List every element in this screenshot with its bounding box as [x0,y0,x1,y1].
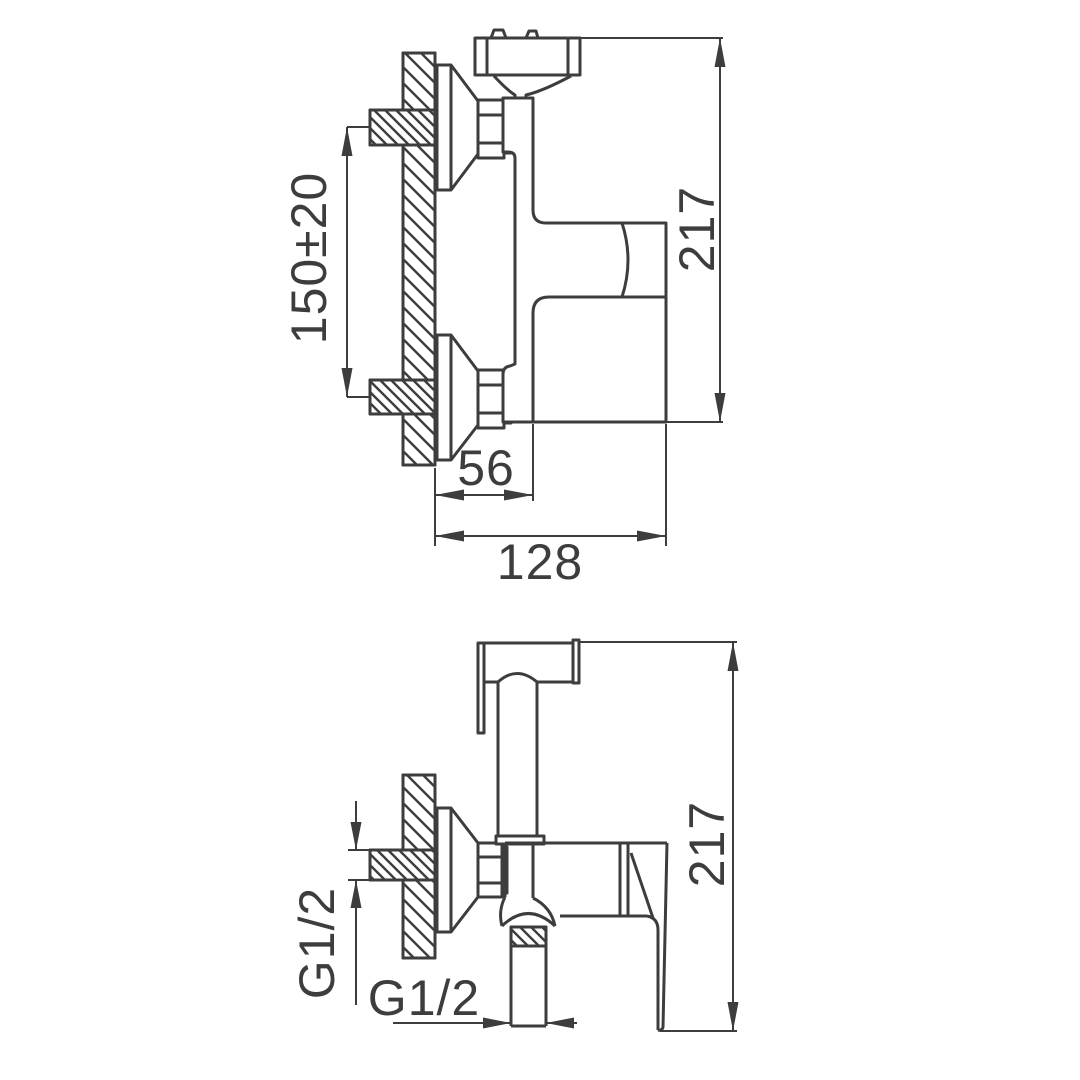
escutcheon-top [435,63,480,192]
dimension-label-depth: 128 [496,534,584,590]
lever-handle [473,28,582,99]
top-view-drawing [341,28,726,546]
mixer-body-bottom-view [499,841,667,928]
dimension-217-bottom-view [579,641,739,1032]
mixer-body [501,96,668,424]
top-view-dimensions [341,37,726,546]
pipe-stub-top [368,108,437,147]
dimension-128 [434,424,667,546]
hex-nut [476,841,509,899]
dimension-label-height-bottom-view: 217 [679,800,735,888]
dimension-label-inlet-thread: G1/2 [289,886,345,1000]
dimension-217-top-view [580,37,726,423]
dimension-label-mounting-distance: 150±20 [281,171,337,345]
hose-outlet [509,925,548,1028]
cartridge-arc [620,222,630,298]
dimension-g12-inlet [348,801,370,1005]
dimension-label-wall-to-spout: 56 [457,440,515,496]
dimension-56 [435,424,534,501]
bottom-view-dimensions [348,641,739,1032]
dimension-label-outlet-thread: G1/2 [367,970,481,1026]
escutcheon [435,806,480,934]
hand-sprayer [476,638,581,846]
bottom-view-drawing [348,638,739,1032]
dimension-label-height-top-view: 217 [669,185,725,273]
pipe-stub-bottom [368,378,437,416]
dimension-150-20 [341,126,370,398]
outlet-dome [500,912,557,928]
escutcheon-bottom [435,333,480,462]
lever-handle-down [629,842,669,1032]
pipe-stub [368,848,437,882]
dimension-g12-outlet [393,1017,577,1029]
